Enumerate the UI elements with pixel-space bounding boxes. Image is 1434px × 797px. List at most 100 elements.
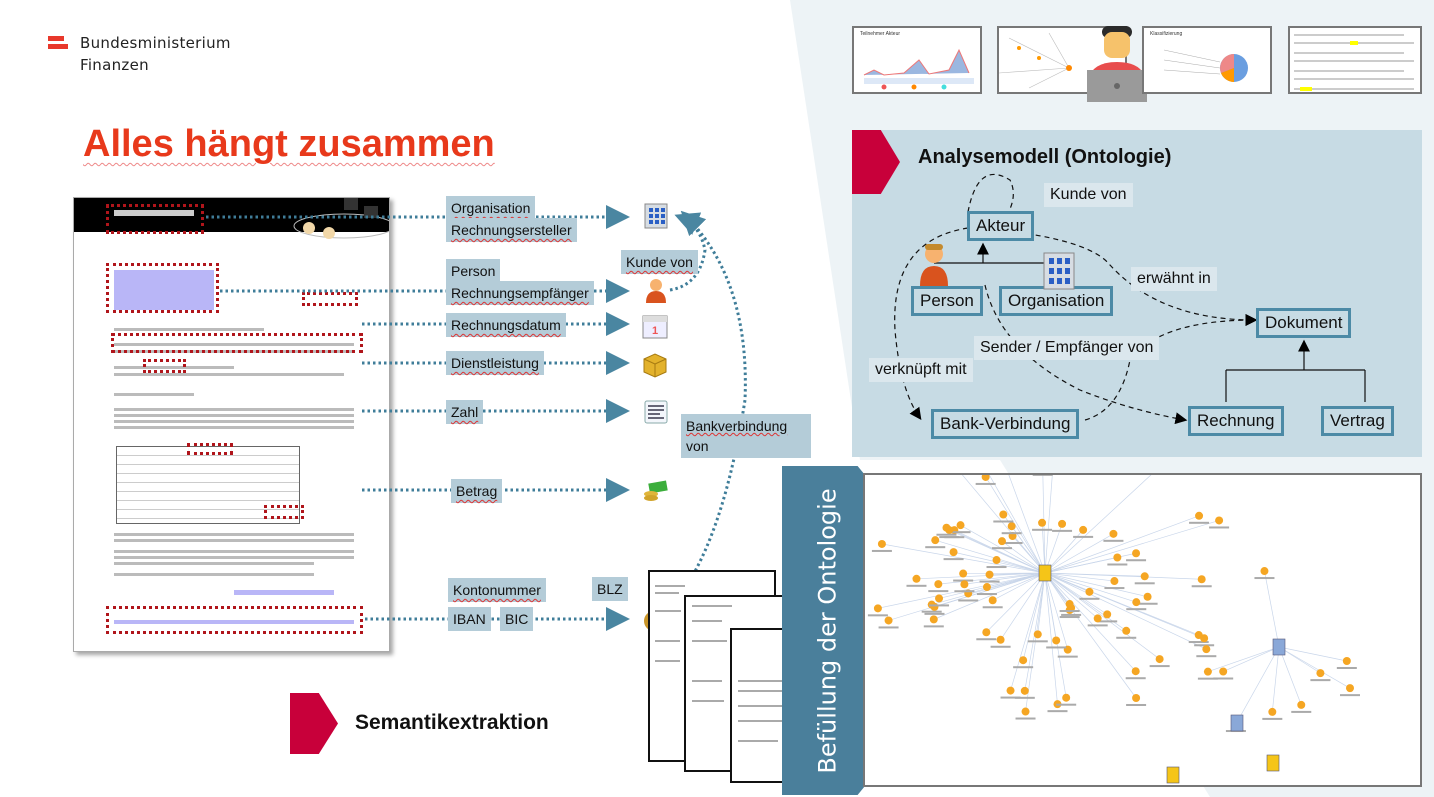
graph-person-node — [884, 616, 893, 625]
graph-person-node — [1093, 614, 1102, 623]
austria-flag-icon — [48, 32, 68, 76]
graph-person-node — [1033, 630, 1042, 639]
label-bankverbindung-von: Bankverbindung von — [681, 414, 811, 458]
extraction-highlight-bank — [106, 606, 363, 634]
knowledge-graph — [863, 473, 1422, 787]
label-kontonummer: Kontonummer — [448, 578, 546, 602]
graph-document-node — [1166, 766, 1180, 784]
analyst-with-laptop-icon — [1082, 20, 1154, 109]
graph-person-node — [935, 594, 944, 603]
graph-person-node — [934, 580, 943, 589]
label-bic: BIC — [500, 607, 534, 631]
graph-person-node — [996, 635, 1005, 644]
ontology-node-bank-verbindung: Bank-Verbindung — [931, 409, 1080, 439]
label-betrag: Betrag — [451, 479, 503, 503]
graph-person-node — [1143, 592, 1152, 601]
label-rechnungsempfaenger: Rechnungsempfänger — [446, 281, 594, 305]
edge-label-kunde-von: Kunde von — [1044, 183, 1133, 207]
graph-person-node — [949, 548, 958, 557]
svg-text:1: 1 — [652, 325, 658, 337]
graph-person-node — [1109, 529, 1118, 538]
graph-person-node — [1345, 684, 1354, 693]
graph-person-node — [877, 539, 886, 548]
label-rechnungsersteller: Rechnungsersteller — [446, 218, 577, 242]
extraction-highlight-service — [111, 333, 363, 353]
calendar-icon: 1 — [641, 312, 669, 345]
extraction-highlight-date — [302, 292, 358, 306]
graph-person-node — [1260, 567, 1269, 576]
extraction-highlight-number — [143, 359, 186, 373]
person-icon — [918, 242, 950, 291]
label-zahl: Zahl — [446, 400, 484, 424]
graph-person-node — [982, 583, 991, 592]
graph-document-node — [1272, 638, 1286, 656]
person-icon — [643, 276, 669, 309]
graph-person-node — [1202, 645, 1211, 654]
building-icon — [643, 202, 669, 235]
network-logo-icon — [293, 198, 389, 239]
label-organisation: Organisation — [446, 196, 536, 220]
thumbnail-classification-pie: Klassifizierung — [1142, 26, 1272, 94]
graph-person-node — [1131, 667, 1140, 676]
graph-person-node — [1268, 707, 1277, 716]
graph-person-node — [1085, 587, 1094, 596]
graph-person-node — [1021, 707, 1030, 716]
graph-person-node — [873, 604, 882, 613]
graph-person-node — [1122, 626, 1131, 635]
label-person: Person — [446, 259, 501, 283]
graph-person-node — [997, 537, 1006, 546]
document-number-icon — [643, 399, 669, 430]
label-iban: IBAN — [448, 607, 491, 631]
graph-person-node — [912, 574, 921, 583]
ministry-logo: Bundesministerium Finanzen — [48, 32, 231, 76]
edge-label-sender-empfaenger: Sender / Empfänger von — [974, 336, 1160, 360]
graph-document-node — [1266, 754, 1280, 772]
graph-person-node — [1132, 598, 1141, 607]
graph-person-node — [1200, 634, 1209, 643]
section-title-befuellung: Befüllung der Ontologie — [814, 487, 843, 774]
graph-person-node — [1203, 667, 1212, 676]
graph-person-node — [1103, 610, 1112, 619]
extraction-highlight-rate — [187, 443, 233, 455]
thumbnail-document-list — [1288, 26, 1422, 94]
package-icon — [641, 352, 669, 383]
graph-person-node — [1155, 655, 1164, 664]
edge-label-erwaehnt-in: erwähnt in — [1131, 267, 1217, 291]
graph-person-node — [1132, 693, 1141, 702]
graph-person-node — [1058, 519, 1067, 528]
label-kunde-von: Kunde von — [621, 250, 698, 274]
graph-person-node — [1019, 656, 1028, 665]
graph-person-node — [1342, 656, 1351, 665]
ontology-node-rechnung: Rechnung — [1188, 406, 1284, 436]
area-chart-thumbnail — [863, 48, 974, 90]
graph-person-node — [985, 570, 994, 579]
graph-document-node — [1038, 564, 1052, 582]
graph-person-node — [988, 596, 997, 605]
graph-person-node — [999, 510, 1008, 519]
building-icon — [1042, 249, 1076, 296]
label-dienstleistung: Dienstleistung — [446, 351, 544, 375]
section-title-semantikextraktion: Semantikextraktion — [355, 711, 549, 734]
graph-person-node — [929, 615, 938, 624]
graph-person-node — [1006, 686, 1015, 695]
graph-person-node — [1132, 549, 1141, 558]
graph-person-node — [982, 628, 991, 637]
ontology-node-vertrag: Vertrag — [1321, 406, 1394, 436]
org-name-line1: Bundesministerium — [80, 34, 231, 52]
graph-person-node — [1110, 577, 1119, 586]
ontology-node-person: Person — [911, 286, 983, 316]
label-rechnungsdatum: Rechnungsdatum — [446, 313, 566, 337]
graph-person-node — [1062, 693, 1071, 702]
graph-person-node — [992, 556, 1001, 565]
graph-person-node — [931, 536, 940, 545]
graph-person-node — [1007, 522, 1016, 531]
graph-person-node — [1140, 572, 1149, 581]
money-icon — [641, 478, 669, 509]
graph-person-node — [1065, 600, 1074, 609]
graph-person-node — [1215, 516, 1224, 525]
graph-document-node — [1230, 714, 1244, 732]
extraction-highlight-person — [106, 263, 219, 313]
ontology-node-akteur: Akteur — [967, 211, 1035, 241]
graph-canvas — [867, 475, 1360, 784]
graph-person-node — [960, 580, 969, 589]
